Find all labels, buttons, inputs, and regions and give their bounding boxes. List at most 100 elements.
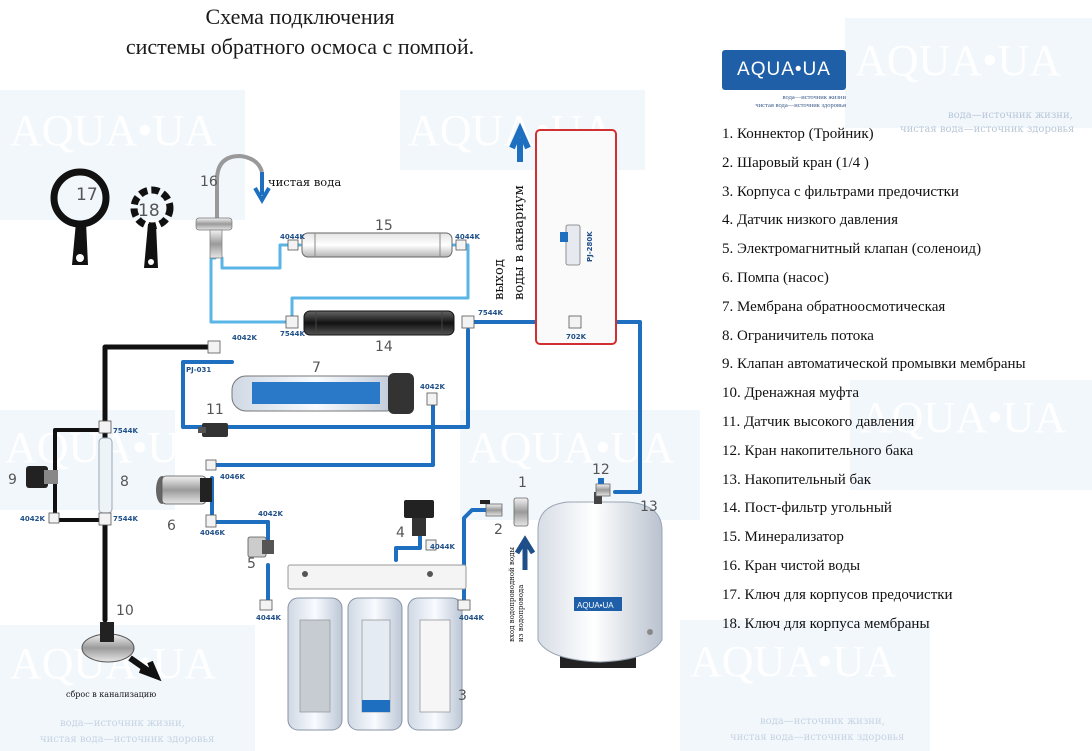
fitting-icon bbox=[259, 599, 273, 611]
watermark-panel bbox=[680, 620, 930, 751]
number-7: 7 bbox=[312, 360, 321, 376]
carbon-post-filter bbox=[303, 310, 455, 336]
legend-item: 11. Датчик высокого давления bbox=[722, 413, 915, 430]
legend-item: 8. Ограничитель потока bbox=[722, 327, 874, 344]
fitting-label: PJ-031 bbox=[186, 366, 211, 374]
tap-water-inlet-arrow-icon bbox=[514, 535, 536, 570]
fitting-icon bbox=[455, 239, 467, 251]
legend-item: 5. Электромагнитный клапан (соленоид) bbox=[722, 241, 982, 258]
tee-connector bbox=[513, 497, 529, 527]
legend-item: 16. Кран чистой воды bbox=[722, 557, 861, 574]
number-16: 16 bbox=[200, 174, 218, 190]
clean-water-label: чистая вода bbox=[268, 175, 341, 189]
aquarium-label-line2: воды в аквариум bbox=[512, 185, 527, 300]
solenoid-valve bbox=[247, 536, 274, 558]
storage-tank: AQUA•UA bbox=[537, 492, 663, 668]
legend-item: 17. Ключ для корпусов предочистки bbox=[722, 586, 953, 603]
aquarium-label-line1: выход bbox=[492, 259, 507, 300]
fitting-label: 7544K bbox=[478, 309, 503, 317]
diagram-title-line2: системы обратного осмоса с помпой. bbox=[125, 34, 475, 59]
membrane-wrench-18 bbox=[130, 186, 174, 268]
tank-valve bbox=[595, 478, 611, 497]
watermark-text: AQUA•UA bbox=[690, 637, 896, 686]
diagram-title-line1: Схема подключения bbox=[205, 4, 395, 29]
fitting-label: PJ-280K bbox=[586, 231, 594, 262]
legend-item: 4. Датчик низкого давления bbox=[722, 212, 898, 229]
watermark-tag: чистая вода—источник здоровья bbox=[40, 734, 215, 745]
fitting-icon bbox=[287, 239, 299, 251]
number-9: 9 bbox=[8, 472, 17, 488]
number-8: 8 bbox=[120, 474, 129, 490]
watermark-text: AQUA•UA bbox=[468, 423, 674, 472]
number-15: 15 bbox=[375, 218, 393, 234]
high-pressure-switch bbox=[198, 423, 228, 437]
membrane-outlet-line bbox=[181, 328, 470, 429]
fitting-icon bbox=[98, 512, 112, 526]
clean-water-faucet bbox=[195, 153, 264, 259]
fitting-icon bbox=[461, 315, 475, 329]
mineralizer-feed-line bbox=[220, 243, 302, 270]
number-2: 2 bbox=[494, 522, 503, 538]
watermark-panel bbox=[850, 380, 1092, 490]
logo-tagline: вода—источник жизни чистая вода—источник… bbox=[722, 94, 846, 110]
fitting-label: 4046K bbox=[200, 529, 225, 537]
low-pressure-switch bbox=[404, 500, 434, 536]
low-pressure-line bbox=[394, 533, 422, 562]
fitting-icon bbox=[98, 420, 112, 434]
fitting-label: 7544K bbox=[113, 515, 138, 523]
drain-arrow-icon bbox=[128, 655, 162, 682]
fitting-icon bbox=[568, 315, 582, 329]
component-legend: 1. Коннектор (Тройник) 2. Шаровый кран (… bbox=[722, 120, 1087, 638]
number-14: 14 bbox=[375, 339, 393, 355]
aquarium-check-valve bbox=[560, 224, 581, 266]
flush-valve bbox=[26, 466, 58, 488]
number-3: 3 bbox=[458, 688, 467, 704]
component-numbers: 1 2 3 4 5 6 7 8 9 10 11 12 13 14 15 16 1… bbox=[8, 174, 658, 704]
flow-restrictor bbox=[98, 437, 113, 514]
watermark-tag: чистая вода—источник здоровья bbox=[900, 124, 1075, 135]
drain-saddle bbox=[81, 622, 135, 663]
number-1: 1 bbox=[518, 475, 527, 491]
number-12: 12 bbox=[592, 462, 610, 478]
watermark-text: AQUA•UA bbox=[855, 36, 1061, 85]
fitting-label: 4044K bbox=[280, 233, 305, 241]
legend-item: 1. Коннектор (Тройник) bbox=[722, 126, 874, 142]
watermark-panel bbox=[0, 410, 175, 510]
logo-tagline-1: вода—источник жизни bbox=[782, 94, 846, 101]
fittings bbox=[48, 239, 582, 611]
fitting-icon bbox=[457, 599, 471, 611]
number-5: 5 bbox=[247, 556, 256, 572]
feed-ball-valve bbox=[480, 500, 503, 517]
legend-item: 7. Мембрана обратноосмотическая bbox=[722, 298, 946, 315]
mineralizer-cartridge bbox=[301, 232, 453, 258]
fitting-label: 4042K bbox=[258, 510, 283, 518]
legend-item: 10. Дренажная муфта bbox=[722, 385, 860, 402]
booster-pump bbox=[156, 475, 212, 505]
fitting-icon bbox=[426, 392, 438, 406]
drain-line bbox=[102, 344, 218, 623]
tap-water-label-line2: из водопровода bbox=[517, 585, 525, 642]
legend-item: 3. Корпуса с фильтрами предочистки bbox=[722, 183, 959, 200]
fitting-label: 4044K bbox=[256, 614, 281, 622]
fitting-icon bbox=[205, 459, 217, 471]
housing-wrench-17 bbox=[50, 168, 110, 265]
clean-water-arrow-icon bbox=[253, 172, 271, 204]
watermark-text: AQUA•UA bbox=[860, 393, 1066, 442]
number-4: 4 bbox=[396, 525, 405, 541]
legend-item: 9. Клапан автоматической промывки мембра… bbox=[722, 356, 1026, 373]
legend-item: 14. Пост-фильтр угольный bbox=[722, 500, 892, 517]
number-10: 10 bbox=[116, 603, 134, 619]
fitting-label: 7544K bbox=[280, 330, 305, 338]
fitting-icon bbox=[285, 315, 299, 329]
fitting-label: 4042K bbox=[232, 334, 257, 342]
number-18: 18 bbox=[138, 201, 160, 221]
fitting-icon bbox=[425, 539, 437, 551]
legend-item: 12. Кран накопительного бака bbox=[722, 442, 914, 459]
fitting-label: 4044K bbox=[455, 233, 480, 241]
number-6: 6 bbox=[167, 518, 176, 534]
ro-membrane-housing bbox=[231, 373, 414, 414]
watermark-tag: вода—источник жизни, bbox=[60, 718, 185, 729]
fitting-label: 4044K bbox=[459, 614, 484, 622]
number-17: 17 bbox=[76, 185, 98, 205]
watermark-tag: чистая вода—источник здоровья bbox=[730, 732, 905, 743]
